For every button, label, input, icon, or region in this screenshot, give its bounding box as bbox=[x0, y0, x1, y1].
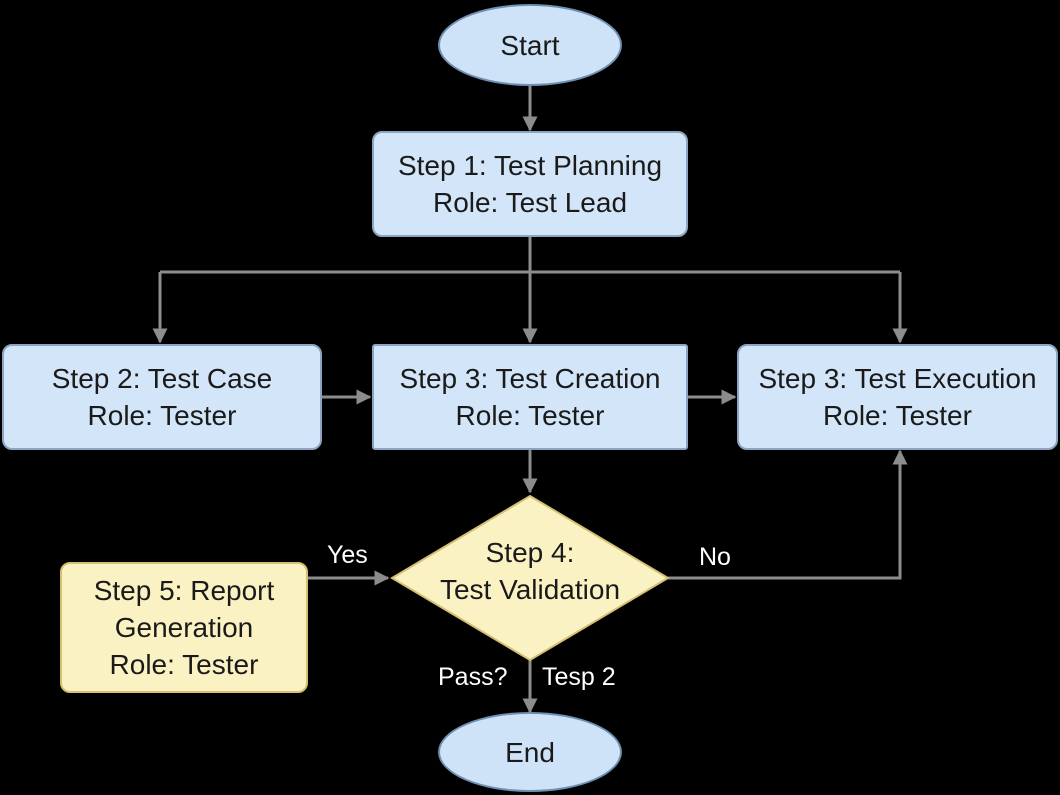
step3-creation-title: Step 3: Test Creation bbox=[399, 363, 661, 394]
step2-title: Step 2: Test Case bbox=[51, 363, 273, 394]
decision-diamond bbox=[390, 494, 670, 662]
step3-test-execution-box: Step 3: Test Execution Role: Tester bbox=[737, 344, 1058, 450]
step1-title: Step 1: Test Planning bbox=[397, 150, 663, 181]
step2-test-case-box: Step 2: Test Case Role: Tester bbox=[2, 344, 322, 450]
step2-role: Role: Tester bbox=[87, 400, 237, 431]
step3-execution-title: Step 3: Test Execution bbox=[758, 363, 1037, 394]
step3-creation-role: Role: Tester bbox=[455, 400, 605, 431]
edge-label-no: No bbox=[699, 543, 731, 571]
step3-test-creation-box: Step 3: Test Creation Role: Tester bbox=[372, 344, 688, 450]
start-label: Start bbox=[500, 29, 560, 61]
step4-title: Step 4: bbox=[485, 537, 575, 568]
step4-subtitle: Test Validation bbox=[439, 574, 621, 605]
step4-test-validation-text: Step 4: Test Validation bbox=[420, 534, 640, 608]
step1-test-planning-box: Step 1: Test Planning Role: Test Lead bbox=[372, 131, 688, 237]
step1-role: Role: Test Lead bbox=[432, 187, 628, 218]
step3-execution-role: Role: Tester bbox=[823, 400, 972, 431]
step5-title: Step 5: Report bbox=[93, 575, 275, 606]
end-node: End bbox=[438, 712, 622, 792]
start-node: Start bbox=[438, 4, 622, 86]
step5-subtitle: Generation bbox=[114, 612, 254, 643]
end-label: End bbox=[505, 736, 555, 768]
edge-label-tesp: Tesp 2 bbox=[542, 663, 616, 691]
step5-role: Role: Tester bbox=[109, 649, 259, 680]
step5-report-generation-box: Step 5: Report Generation Role: Tester bbox=[60, 562, 308, 693]
edge-label-pass: Pass? bbox=[438, 663, 508, 691]
arrow-no-to-step3-execution bbox=[668, 449, 908, 580]
edge-label-yes: Yes bbox=[327, 541, 368, 569]
